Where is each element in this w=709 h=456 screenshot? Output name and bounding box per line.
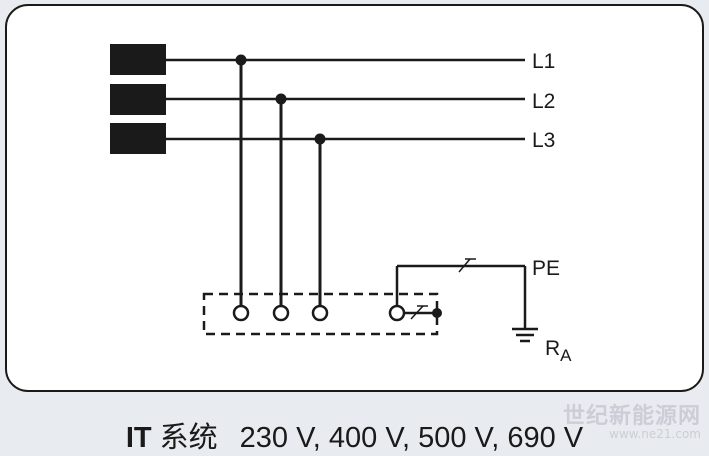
label-ra-main: R	[545, 337, 560, 360]
internal-earth-dot	[432, 308, 442, 318]
system-voltages: 230 V, 400 V, 500 V, 690 V	[239, 422, 584, 454]
system-word: 系统	[159, 422, 218, 454]
terminal-l3	[311, 304, 329, 322]
internal-earth-tick	[410, 305, 424, 320]
label-l1: L1	[532, 50, 555, 73]
terminal-l2	[272, 304, 290, 322]
terminal-l1	[232, 304, 250, 322]
label-l3: L3	[532, 129, 555, 152]
pe-tick	[458, 258, 471, 273]
diagram-panel	[5, 4, 704, 392]
system-code: IT	[125, 422, 152, 454]
terminal-pe	[388, 304, 406, 322]
load-enclosure	[202, 292, 439, 336]
label-ra-sub: A	[560, 346, 572, 365]
label-pe: PE	[532, 257, 560, 280]
label-l2: L2	[532, 90, 555, 113]
label-ra: RA	[545, 337, 572, 365]
